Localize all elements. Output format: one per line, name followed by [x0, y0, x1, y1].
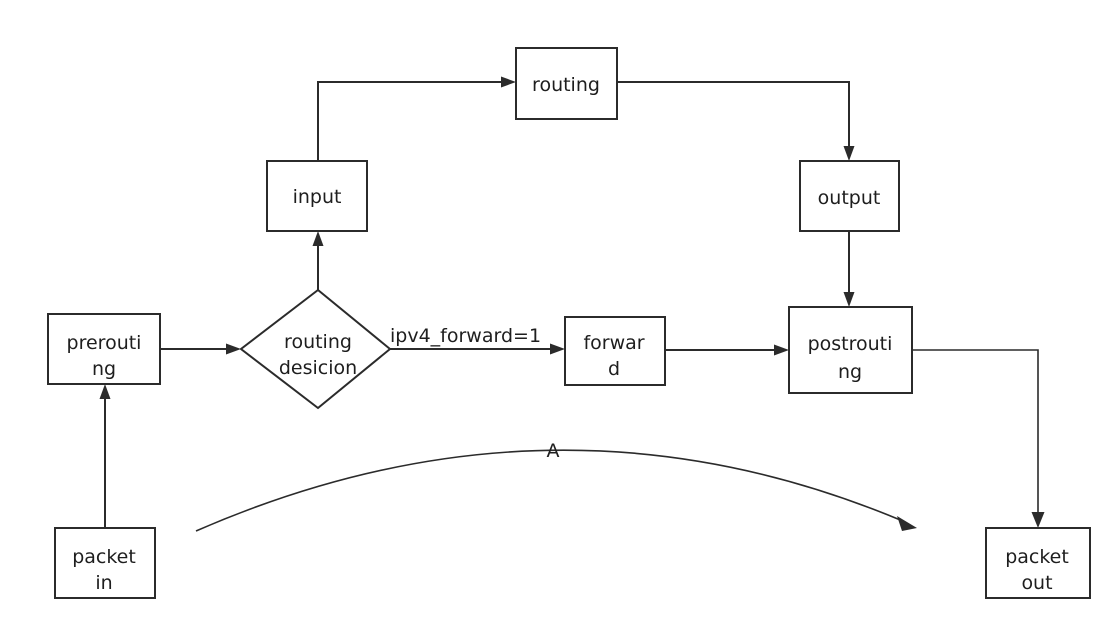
node-box[interactable]: [985, 527, 1091, 599]
node-forward[interactable]: forwar d: [564, 316, 666, 386]
arrow-head-icon: [774, 344, 789, 356]
node-box[interactable]: [788, 306, 913, 394]
node-label-line1: forwar: [583, 332, 644, 354]
node-box[interactable]: [799, 160, 900, 232]
node-packet-out[interactable]: packet out: [985, 527, 1091, 599]
node-label-line1: routing: [284, 331, 352, 353]
node-label-line1: prerouti: [67, 332, 142, 354]
node-routing[interactable]: routing: [515, 47, 618, 120]
edge-routing-decision-to-input: [312, 231, 324, 290]
arrow-head-icon: [1031, 512, 1045, 528]
node-box[interactable]: [564, 316, 666, 386]
node-label-line1: output: [818, 187, 881, 209]
node-label-line1: packet: [72, 546, 136, 568]
node-routing-decision[interactable]: routing desicion: [239, 288, 392, 410]
arrow-head-icon: [843, 146, 855, 161]
edge-forward-to-postrouting: [665, 344, 789, 356]
edge-routing-to-output: [617, 81, 855, 161]
node-label-line2: ng: [92, 358, 116, 380]
edge-line: [912, 349, 1039, 517]
node-label-line2: ng: [838, 361, 862, 383]
node-input[interactable]: input: [266, 160, 368, 232]
node-label-line1: input: [293, 186, 342, 208]
node-box[interactable]: [266, 160, 368, 232]
edge-output-to-postrouting: [843, 231, 855, 307]
edge-line: [317, 81, 505, 161]
curve-line: [195, 449, 906, 532]
arrow-head-icon: [550, 343, 565, 355]
arrow-head-icon: [897, 516, 917, 531]
edge-line: [617, 81, 850, 150]
node-label-line1: packet: [1005, 546, 1069, 568]
node-label-line2: in: [95, 572, 112, 594]
edge-label-curve-a: A: [547, 440, 560, 462]
arrow-head-icon: [312, 231, 324, 246]
node-label-line1: routing: [532, 74, 600, 96]
node-box[interactable]: [515, 47, 618, 120]
node-prerouting[interactable]: prerouti ng: [47, 313, 161, 385]
edge-routing-decision-to-forward: ipv4_forward=1: [390, 325, 565, 355]
arrow-head-icon: [99, 384, 111, 399]
node-label-line2: desicion: [279, 357, 357, 379]
edge-input-to-routing: [317, 76, 516, 161]
node-packet-in[interactable]: packet in: [54, 527, 156, 599]
arrow-head-icon: [501, 76, 516, 88]
arrow-head-icon: [843, 292, 855, 307]
arrow-head-icon: [226, 343, 241, 355]
edge-packetin-to-prerouting: [99, 384, 111, 528]
node-label-line2: d: [608, 358, 620, 380]
edge-label-ipv4-forward: ipv4_forward=1: [390, 325, 541, 347]
node-diamond[interactable]: [239, 288, 392, 410]
node-box[interactable]: [47, 313, 161, 385]
edge-postrouting-to-packetout: [912, 349, 1045, 528]
edge-prerouting-to-routing-decision: [160, 343, 241, 355]
node-box[interactable]: [54, 527, 156, 599]
node-output[interactable]: output: [799, 160, 900, 232]
node-label-line2: out: [1021, 572, 1052, 594]
node-label-line1: postrouti: [808, 333, 893, 355]
edge-curve-a: A: [195, 440, 917, 532]
node-postrouting[interactable]: postrouti ng: [788, 306, 913, 394]
